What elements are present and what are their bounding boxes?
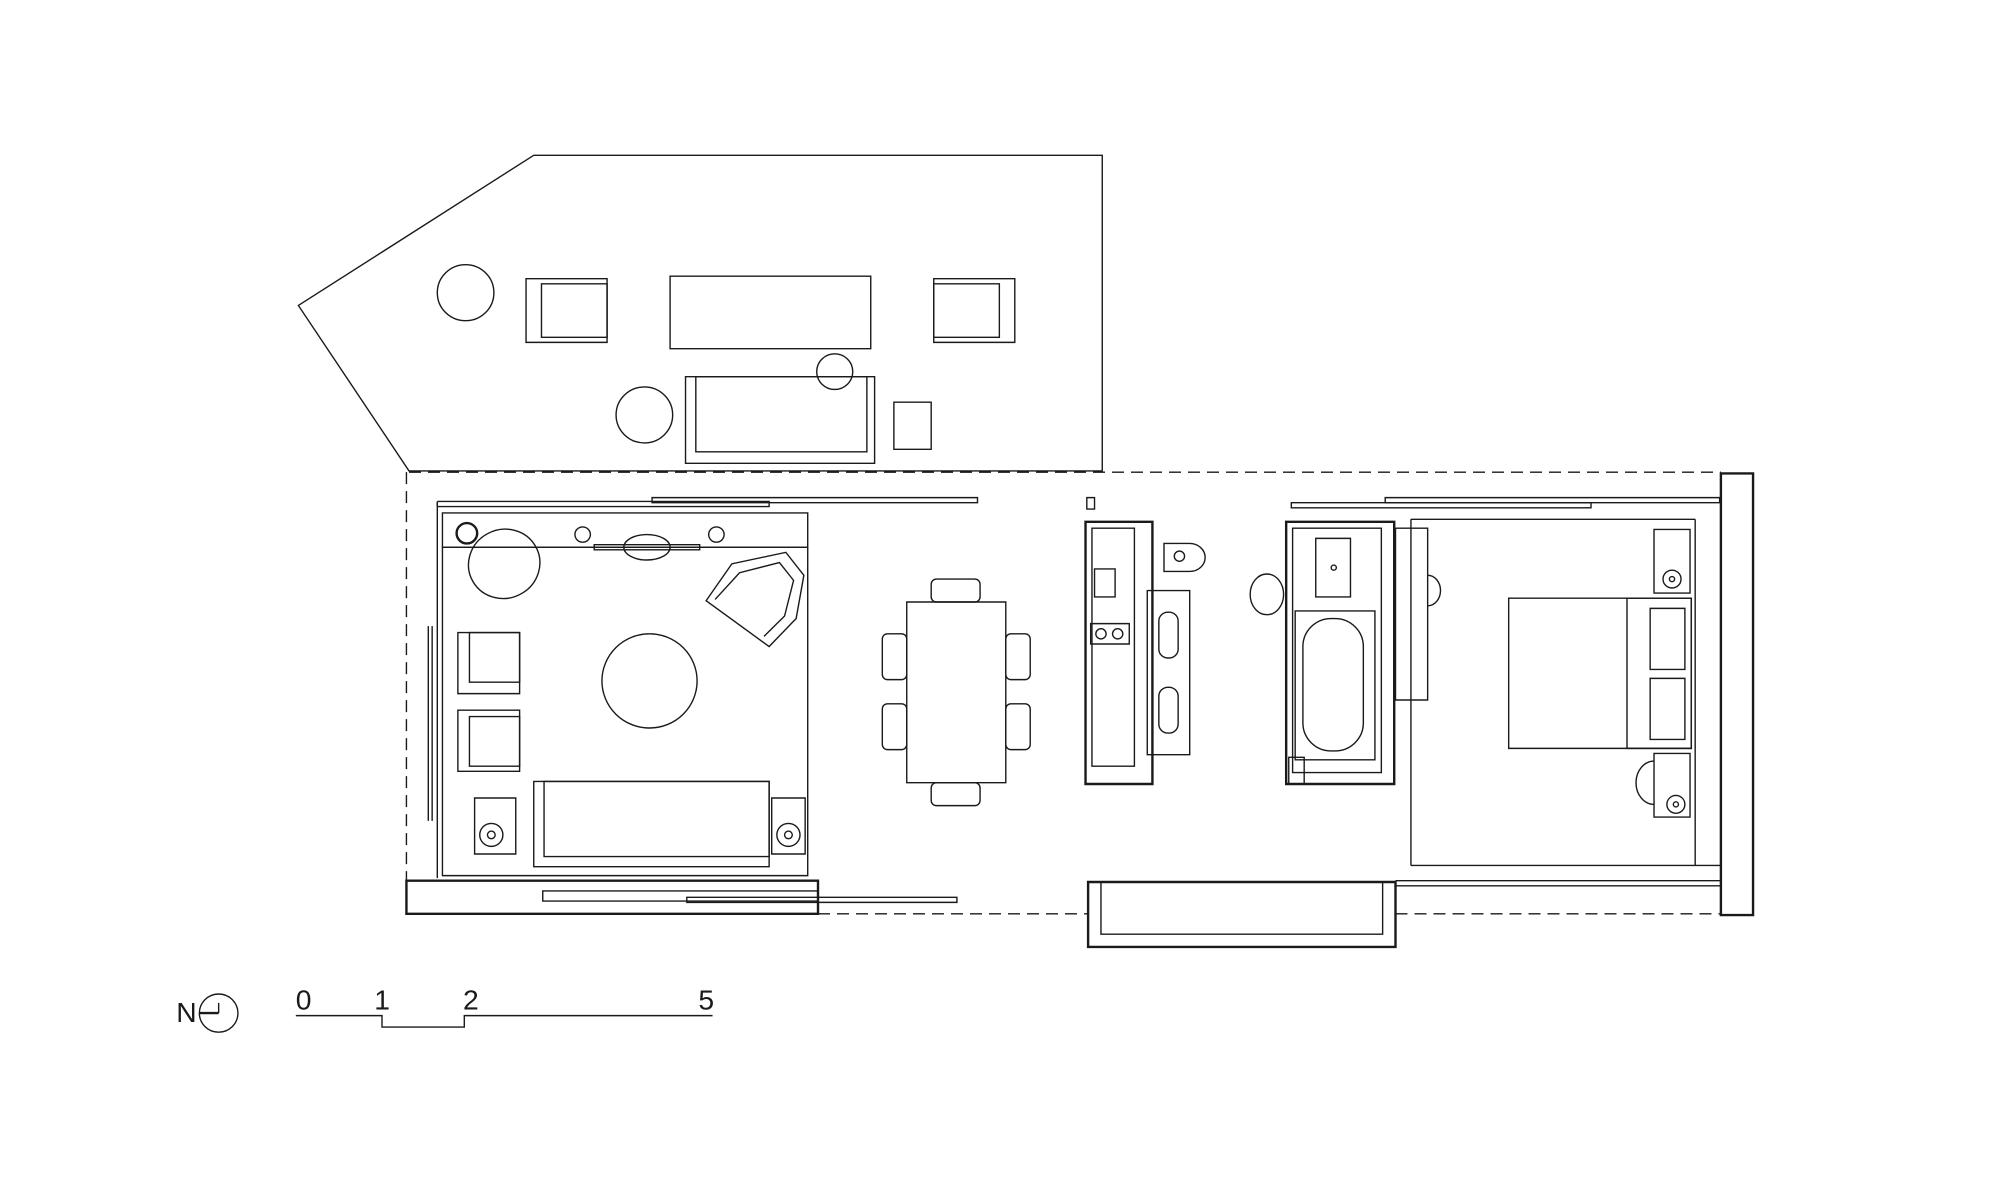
- terrace-round-table-bottom: [616, 387, 673, 443]
- nightstand-top: [1654, 529, 1690, 593]
- dining-chair-bottom: [931, 783, 980, 806]
- kitchen-counter: [1086, 522, 1153, 784]
- burner-2: [1113, 629, 1123, 639]
- north-arrow: N: [176, 994, 238, 1032]
- top-sliding-door-1: [652, 498, 977, 503]
- terrace-outline: [298, 155, 1102, 471]
- dining-chair-right-1: [1006, 634, 1030, 680]
- kitchen-column: [1087, 498, 1095, 509]
- terrace-armchair-right-inner: [934, 284, 1000, 337]
- cooktop: [1091, 624, 1130, 644]
- side-table-left: [475, 798, 516, 854]
- dining: [882, 579, 1030, 806]
- coffee-table-round: [602, 634, 697, 728]
- side-lamp-left: [480, 823, 503, 846]
- terrace-armchair-left-inner: [541, 284, 607, 337]
- armchair-2-inner: [469, 717, 519, 767]
- island-sink-1: [1159, 612, 1178, 658]
- bottom-sliding-door-1: [543, 891, 818, 901]
- pillow-2: [1650, 678, 1685, 739]
- nightstand-bottom: [1654, 753, 1690, 817]
- terrace-sofa-inner: [696, 377, 867, 452]
- tv-console: [624, 535, 670, 560]
- dining-table: [907, 602, 1006, 783]
- dining-chair-top: [931, 579, 980, 602]
- headboard: [1627, 598, 1691, 748]
- terrace-armchair-right-outer: [934, 279, 1015, 343]
- stool-1-dot: [1174, 551, 1184, 561]
- armchair-1-outer: [458, 633, 520, 694]
- washbasin-drain: [1331, 565, 1336, 570]
- pillow-1: [1650, 608, 1685, 669]
- living-room: [406, 498, 1719, 914]
- dining-chair-left-2: [882, 704, 906, 750]
- side-lamp-right: [777, 823, 800, 846]
- scale-bar: 0 1 2 5: [296, 984, 714, 1027]
- terrace-side-table: [894, 402, 931, 449]
- terrace-round-table-left: [437, 265, 494, 321]
- terrace-round-table-small: [817, 354, 853, 390]
- tv-screen: [594, 545, 699, 550]
- lounge-chair-angled-back: [715, 563, 793, 637]
- bed-lamp-bottom-dot: [1673, 802, 1678, 807]
- bed-lamp-top-dot: [1669, 577, 1674, 582]
- bath-stool: [1250, 574, 1283, 615]
- burner-1: [1096, 629, 1106, 639]
- bed-lamp-top: [1663, 570, 1681, 588]
- bottom-sliding-door-2: [687, 897, 957, 902]
- top-sliding-door-3: [1385, 498, 1719, 503]
- scale-tick-5: 5: [698, 984, 714, 1015]
- bath-door-swing: [1428, 575, 1441, 606]
- terrace-dining-table: [670, 276, 871, 349]
- bedroom-chair: [1636, 761, 1654, 804]
- bedroom: [1411, 519, 1721, 865]
- kitchen-sink-block: [1095, 569, 1116, 597]
- kitchen-island: [1147, 591, 1189, 755]
- floor-lamp: [457, 523, 478, 543]
- side-lamp-right-dot: [785, 831, 793, 839]
- armchair-1-inner: [469, 633, 519, 683]
- stool-1: [1164, 543, 1205, 571]
- terrace-armchair-left-outer: [526, 279, 607, 343]
- lounge-chair-angled: [706, 552, 804, 646]
- scale-tick-1: 1: [374, 984, 390, 1015]
- island-sink-2: [1159, 687, 1178, 733]
- bathroom-inner: [1293, 528, 1382, 772]
- lounge-chair-oval: [456, 516, 553, 611]
- side-table-right: [772, 798, 805, 854]
- balcony-bay: [1088, 882, 1395, 947]
- bed-lamp-bottom: [1667, 795, 1685, 813]
- dining-chair-right-2: [1006, 704, 1030, 750]
- bath-corner: [1289, 757, 1304, 784]
- bed: [1509, 598, 1692, 748]
- scale-tick-0: 0: [296, 984, 312, 1015]
- scale-bar-line: [296, 1016, 713, 1027]
- bathtub-inner: [1303, 619, 1363, 751]
- scale-tick-2: 2: [463, 984, 479, 1015]
- sofa-inner: [544, 781, 769, 856]
- terrace-sofa-outer: [686, 377, 875, 464]
- east-wall: [1721, 473, 1753, 915]
- washbasin: [1316, 538, 1351, 597]
- kitchen: [1086, 498, 1396, 947]
- terrace: [298, 155, 1102, 471]
- building-envelope: [406, 472, 1753, 915]
- dining-chair-left-1: [882, 634, 906, 680]
- bathtub-outer: [1295, 611, 1375, 760]
- side-lamp-left-dot: [487, 831, 495, 839]
- shelf: [442, 513, 807, 547]
- north-label: N: [176, 997, 196, 1028]
- wall-light-right: [709, 527, 724, 542]
- sofa-outer: [534, 781, 769, 866]
- rug: [442, 547, 807, 875]
- bathroom: [1250, 522, 1440, 784]
- top-sliding-door-2: [1291, 503, 1591, 508]
- kitchen-counter-inner: [1092, 528, 1134, 766]
- wall-light-left: [575, 527, 590, 542]
- bathroom-wall-block: [1286, 522, 1394, 784]
- balcony-bay-inner: [1101, 882, 1383, 934]
- armchair-2-outer: [458, 710, 520, 771]
